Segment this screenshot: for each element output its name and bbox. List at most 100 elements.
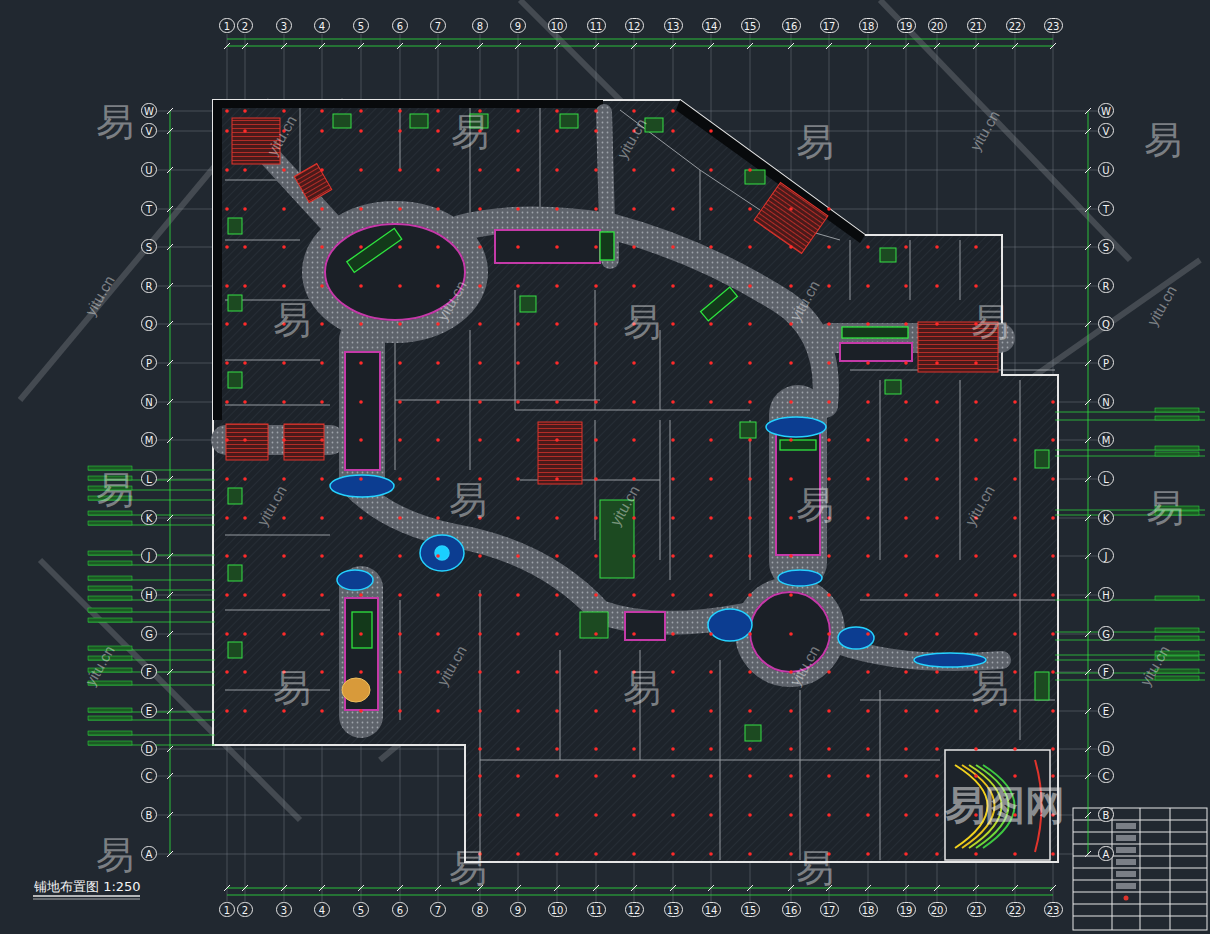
structural-column: [866, 813, 870, 817]
shop-symbol: [410, 114, 428, 128]
structural-column: [398, 593, 402, 597]
axis-letter: F: [1098, 664, 1114, 679]
dimension-tick: [1085, 812, 1091, 818]
structural-column: [320, 109, 324, 113]
dimension-tick: [319, 885, 325, 891]
structural-column: [594, 632, 598, 636]
structural-column: [1013, 632, 1017, 636]
axis-letter: M: [141, 432, 157, 447]
structural-column: [632, 109, 636, 113]
dimension-tick: [167, 360, 173, 366]
structural-column: [748, 477, 752, 481]
structural-column: [320, 477, 324, 481]
structural-column: [225, 593, 229, 597]
structural-column: [709, 593, 713, 597]
structural-column: [748, 361, 752, 365]
dimension-tick: [224, 43, 230, 49]
structural-column: [671, 747, 675, 751]
structural-column: [1013, 747, 1017, 751]
axis-number: 20: [928, 18, 947, 33]
structural-column: [243, 361, 247, 365]
shop-symbol: [740, 422, 756, 438]
structural-column: [748, 670, 752, 674]
structural-column: [709, 670, 713, 674]
structural-column: [748, 322, 752, 326]
watermark: 易: [96, 97, 134, 148]
dimension-tick: [167, 206, 173, 212]
watermark: 易: [96, 830, 134, 881]
structural-column: [671, 400, 675, 404]
axis-number: 22: [1006, 902, 1025, 917]
dimension-tick: [747, 885, 753, 891]
structural-column: [436, 632, 440, 636]
structural-column: [1013, 852, 1017, 856]
dimension-tick: [1085, 669, 1091, 675]
shop-symbol: [228, 372, 242, 388]
structural-column: [935, 284, 939, 288]
dimension-tick: [1085, 283, 1091, 289]
structural-column: [359, 516, 363, 520]
structural-column: [935, 670, 939, 674]
structural-column: [320, 709, 324, 713]
structural-column: [359, 322, 363, 326]
structural-column: [866, 709, 870, 713]
structural-column: [555, 593, 559, 597]
structural-column: [594, 438, 598, 442]
structural-column: [398, 400, 402, 404]
structural-column: [555, 747, 559, 751]
structural-column: [516, 361, 520, 365]
structural-column: [436, 516, 440, 520]
axis-number: 13: [664, 18, 683, 33]
axis-number: 20: [928, 902, 947, 917]
dimension-tick: [1085, 851, 1091, 857]
watermark: yitu.cn: [434, 642, 470, 688]
structural-column: [594, 361, 598, 365]
structural-column: [594, 168, 598, 172]
atrium-void: [625, 612, 665, 640]
structural-column: [320, 207, 324, 211]
structural-column: [671, 774, 675, 778]
axis-number: 17: [820, 18, 839, 33]
structural-column: [243, 168, 247, 172]
structural-column: [436, 709, 440, 713]
material-table: [1073, 808, 1207, 930]
dimension-tick: [708, 885, 714, 891]
structural-column: [632, 400, 636, 404]
axis-letter: E: [141, 703, 157, 718]
structural-column: [709, 632, 713, 636]
dimension-tick: [1085, 206, 1091, 212]
axis-number: 19: [897, 902, 916, 917]
axis-letter: N: [1098, 394, 1114, 409]
stair: [226, 424, 268, 460]
watermark: yitu.cn: [607, 482, 643, 528]
structural-column: [748, 554, 752, 558]
watermark: 易: [1144, 115, 1182, 166]
structural-column: [555, 400, 559, 404]
structural-column: [320, 438, 324, 442]
structural-column: [748, 852, 752, 856]
structural-column: [827, 284, 831, 288]
axis-letter: K: [1098, 510, 1114, 525]
axis-number: 15: [741, 902, 760, 917]
axis-letter: G: [1098, 626, 1114, 641]
structural-column: [359, 284, 363, 288]
structural-column: [748, 813, 752, 817]
structural-column: [594, 477, 598, 481]
axis-number: 8: [472, 18, 488, 33]
axis-letter: R: [141, 278, 157, 293]
structural-column: [709, 284, 713, 288]
stair: [294, 164, 332, 203]
water-feature: [778, 570, 822, 586]
structural-column: [709, 245, 713, 249]
water-feature: [914, 653, 986, 667]
callout-tag: [88, 551, 132, 555]
structural-column: [398, 207, 402, 211]
structural-column: [974, 852, 978, 856]
shop-symbol: [228, 642, 242, 658]
structural-column: [748, 516, 752, 520]
structural-column: [516, 813, 520, 817]
atrium-void: [750, 592, 830, 672]
structural-column: [935, 774, 939, 778]
shop-symbol: [745, 170, 765, 184]
structural-column: [671, 168, 675, 172]
